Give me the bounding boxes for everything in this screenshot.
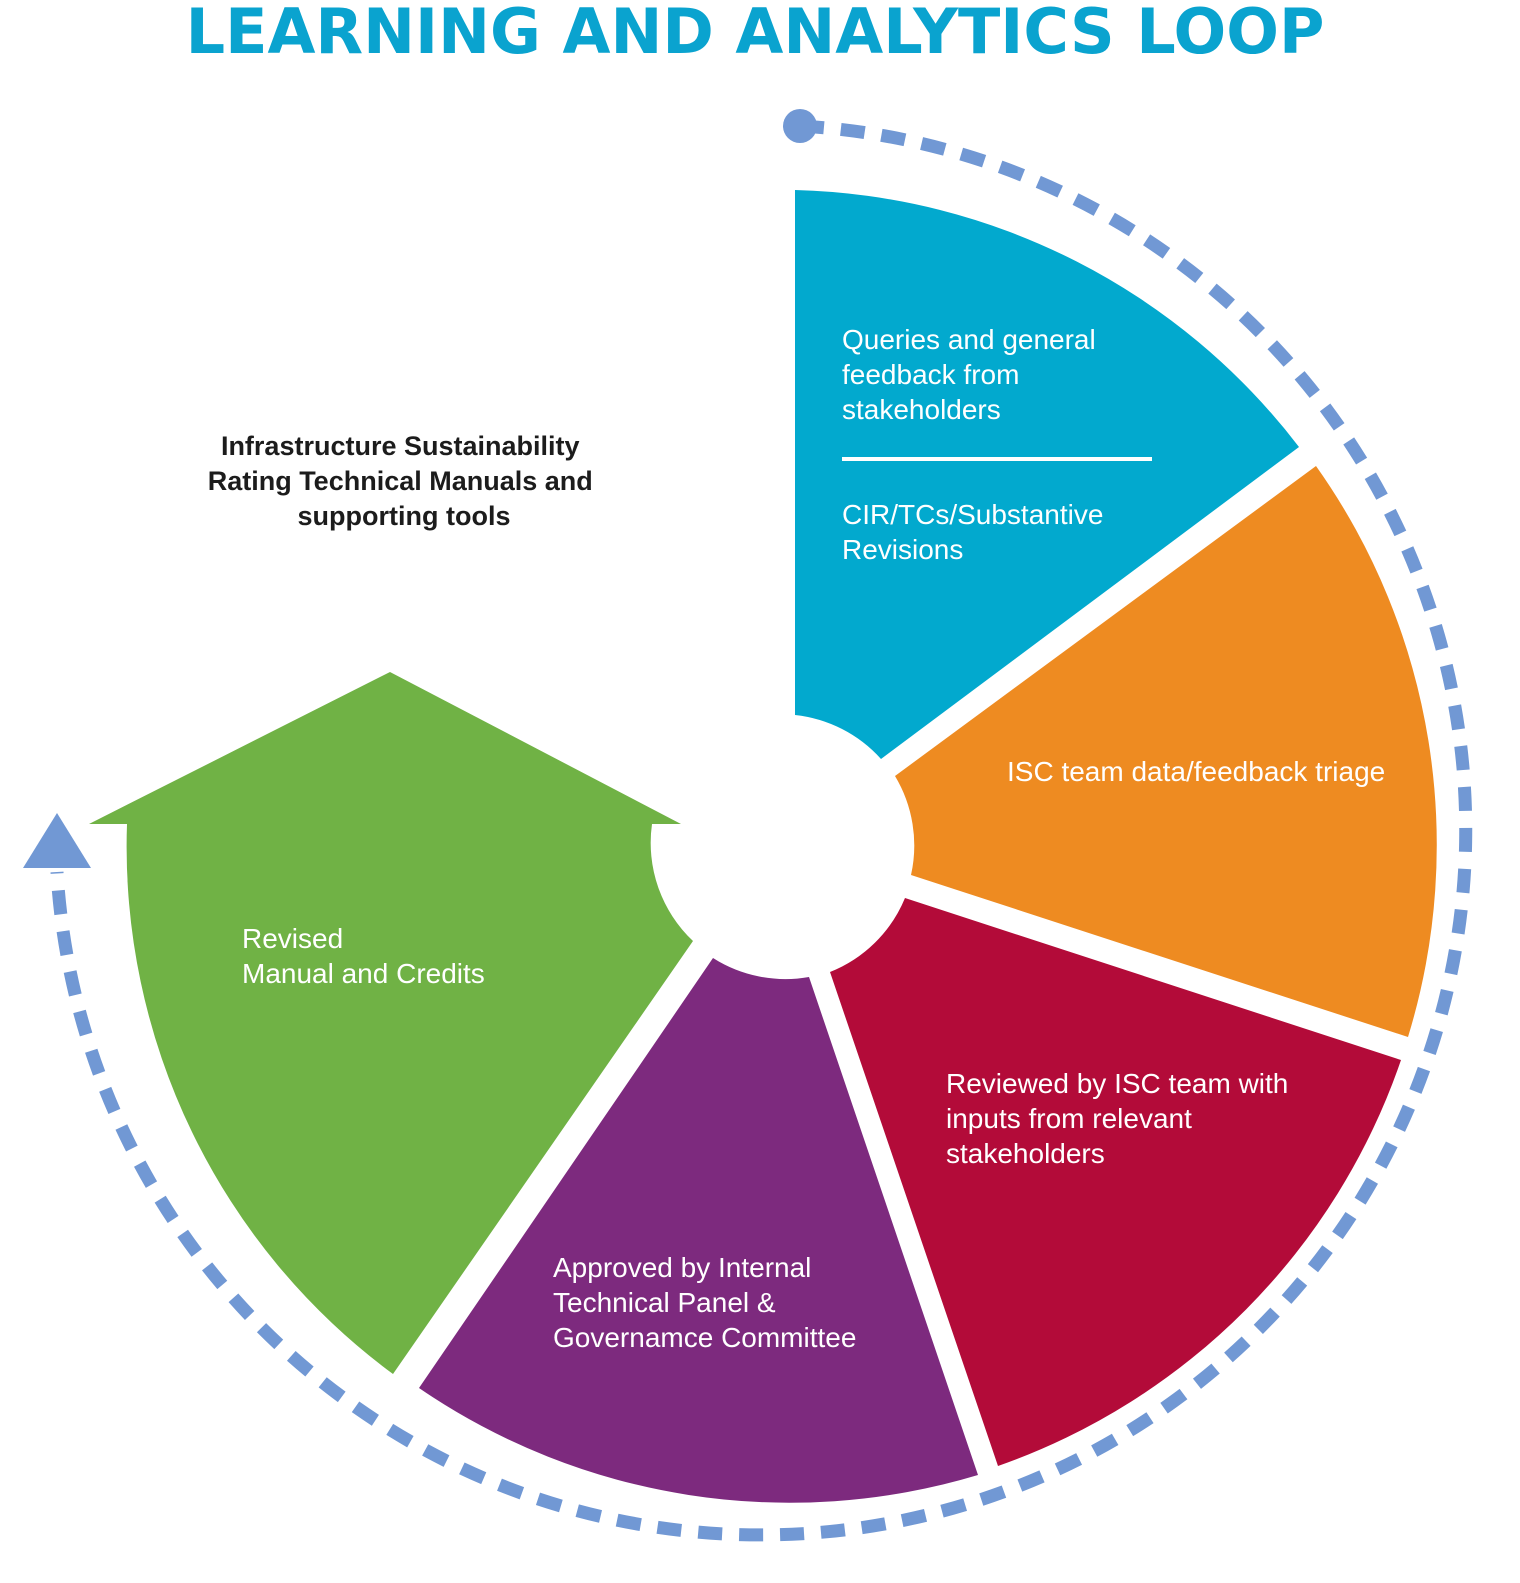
segment-queries-text: Queries and general feedback from stakeh… xyxy=(842,324,1104,425)
segment-revised-arrow xyxy=(89,672,693,1374)
segment-review-text: Reviewed by ISC team with inputs from re… xyxy=(946,1068,1296,1169)
diagram-title: LEARNING AND ANALYTICS LOOP xyxy=(186,0,1325,68)
segment-triage-text: ISC team data/feedback triage xyxy=(1007,756,1385,787)
segment-approval xyxy=(419,958,978,1503)
loop-start-dot xyxy=(783,109,817,143)
loop-arrowhead-icon xyxy=(23,813,91,868)
segment-review xyxy=(830,898,1401,1466)
segment-revisions-text: CIR/TCs/Substantive Revisions xyxy=(842,499,1111,565)
loop-dashed-arc xyxy=(50,119,1473,1542)
segment-queries-feedback xyxy=(795,190,1299,759)
segment-revised-text: Revised Manual and Credits xyxy=(242,923,485,989)
center-label: Infrastructure Sustainability Rating Tec… xyxy=(208,431,601,531)
segment-triage xyxy=(895,466,1437,1037)
segment-approval-text: Approved by Internal Technical Panel & G… xyxy=(553,1252,856,1353)
